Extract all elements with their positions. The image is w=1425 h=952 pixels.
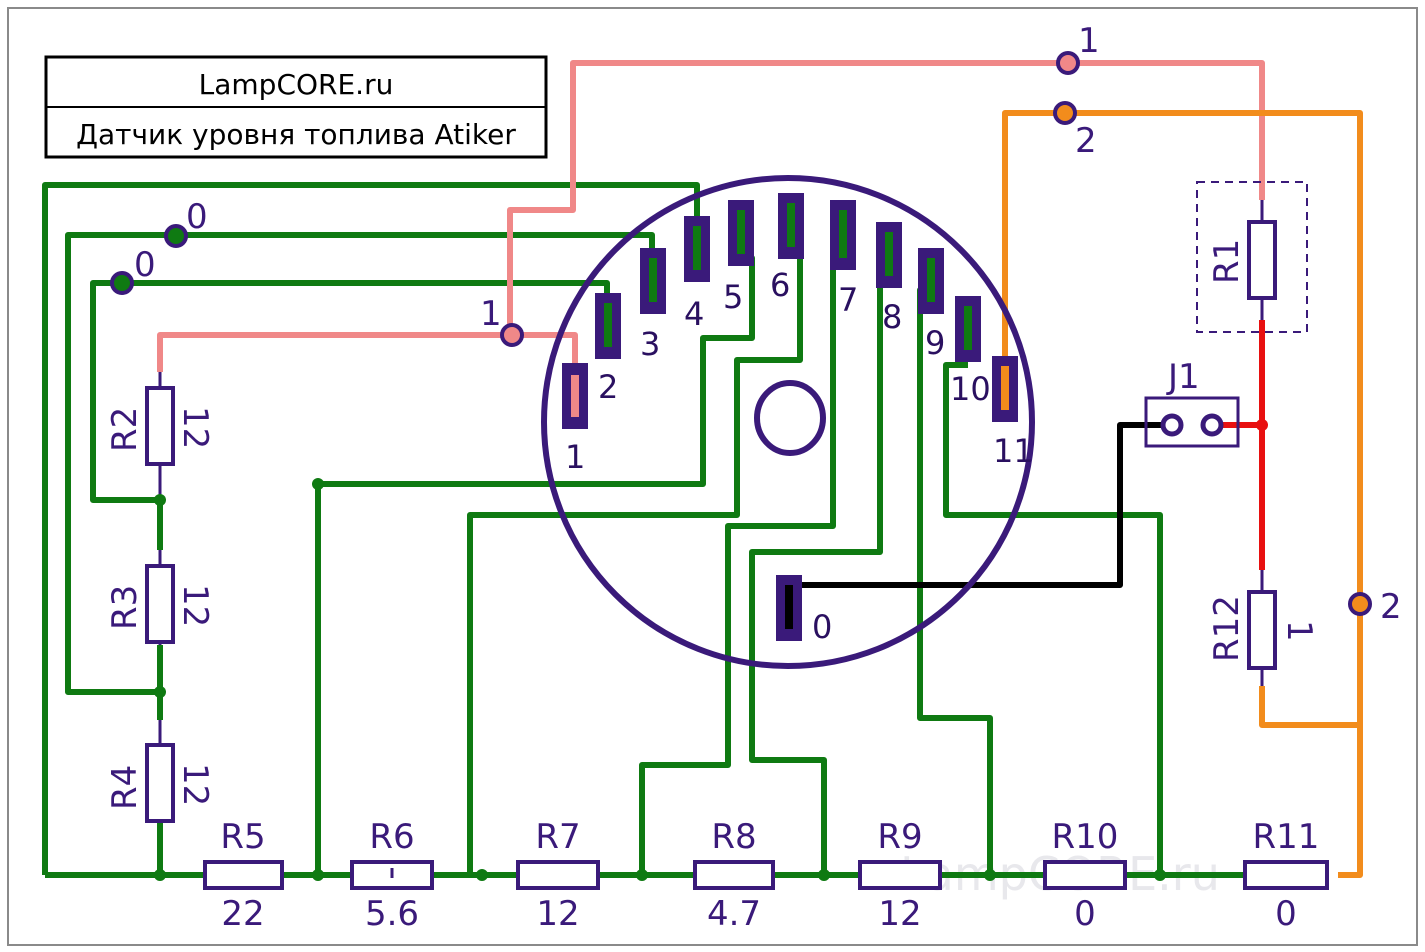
junction-dots xyxy=(154,419,1268,881)
pin-label-1: 1 xyxy=(565,438,585,476)
drawing-frame xyxy=(7,7,1418,946)
R6-value: 5.6 xyxy=(365,894,419,934)
resistor-R5: R5 22 xyxy=(203,817,284,934)
R12-value: 1 xyxy=(1279,620,1319,642)
R8-name: R8 xyxy=(711,817,756,857)
terminal-1-top-label: 1 xyxy=(1078,21,1100,61)
connector-key-hole xyxy=(754,380,826,456)
R11-name: R11 xyxy=(1253,817,1320,857)
resistor-R7: R7 12 xyxy=(516,817,600,934)
pin-labels: 1 2 3 4 5 6 7 8 9 10 11 0 xyxy=(565,266,1034,646)
pin-label-3: 3 xyxy=(640,325,660,363)
title-block: LampCORE.ru Датчик уровня топлива Atiker xyxy=(44,55,548,159)
R5-value: 22 xyxy=(221,894,264,934)
R2-name: R2 xyxy=(105,407,145,452)
connector-outline xyxy=(541,175,1035,669)
R8-value: 4.7 xyxy=(707,894,761,934)
pin-label-5: 5 xyxy=(723,278,743,316)
terminal-0-top-label: 0 xyxy=(186,197,208,237)
terminal-1-mid xyxy=(500,323,524,347)
title-subtitle: Датчик уровня топлива Atiker xyxy=(76,118,516,151)
resistor-R6: R6 5.6 xyxy=(350,817,434,934)
resistor-R3: R3 12 xyxy=(105,564,215,644)
terminal-0-left-label: 0 xyxy=(134,245,156,285)
resistor-R1: R1 xyxy=(1196,181,1308,333)
R10-value: 0 xyxy=(1074,894,1096,934)
R1-name: R1 xyxy=(1207,239,1247,284)
pin-label-9: 9 xyxy=(925,324,945,362)
terminal-2-top xyxy=(1053,101,1077,125)
R3-name: R3 xyxy=(105,585,145,630)
R3-value: 12 xyxy=(175,584,215,627)
pin-label-0: 0 xyxy=(812,608,832,646)
pin-label-11: 11 xyxy=(993,432,1034,470)
pin-label-8: 8 xyxy=(882,298,902,336)
terminal-1-mid-label: 1 xyxy=(480,294,502,334)
terminal-0-left xyxy=(110,271,134,295)
R2-value: 12 xyxy=(175,406,215,449)
resistor-R2: R2 12 xyxy=(105,386,215,466)
R12-name: R12 xyxy=(1207,595,1247,662)
jumper-label: J1 xyxy=(1166,357,1200,397)
R5-name: R5 xyxy=(220,817,265,857)
pin-label-10: 10 xyxy=(950,370,991,408)
R9-name: R9 xyxy=(877,817,922,857)
resistor-R9: R9 12 xyxy=(858,817,942,934)
orange-wires xyxy=(1002,110,1363,878)
pin-label-2: 2 xyxy=(598,368,618,406)
resistor-R10: R10 0 xyxy=(1043,817,1127,934)
R6-name: R6 xyxy=(369,817,414,857)
resistor-leads xyxy=(158,200,1264,745)
jumper-j1: J1 xyxy=(1144,357,1240,448)
pin-label-7: 7 xyxy=(838,281,858,319)
title-site: LampCORE.ru xyxy=(199,68,394,101)
R4-name: R4 xyxy=(105,765,145,810)
terminals: 1 2 2 1 0 0 xyxy=(110,21,1402,627)
R4-value: 12 xyxy=(175,763,215,806)
connector-pads xyxy=(562,193,1018,641)
R10-name: R10 xyxy=(1052,817,1119,857)
R9-value: 12 xyxy=(878,894,921,934)
resistor-R4: R4 12 xyxy=(105,743,215,823)
terminal-2-top-label: 2 xyxy=(1075,121,1097,161)
resistor-R11: R11 0 xyxy=(1243,817,1329,934)
terminal-0-top xyxy=(164,224,188,248)
terminal-2-right-label: 2 xyxy=(1380,587,1402,627)
terminal-1-top xyxy=(1056,51,1080,75)
pink-wires xyxy=(157,60,1265,375)
terminal-2-right xyxy=(1348,592,1372,616)
resistor-R8: R8 4.7 xyxy=(693,817,775,934)
R7-name: R7 xyxy=(535,817,580,857)
black-wire xyxy=(790,422,1172,588)
R11-value: 0 xyxy=(1275,894,1297,934)
R7-value: 12 xyxy=(536,894,579,934)
pin-label-4: 4 xyxy=(684,295,704,333)
pin-label-6: 6 xyxy=(770,266,790,304)
resistor-R12: R12 1 xyxy=(1207,590,1319,670)
